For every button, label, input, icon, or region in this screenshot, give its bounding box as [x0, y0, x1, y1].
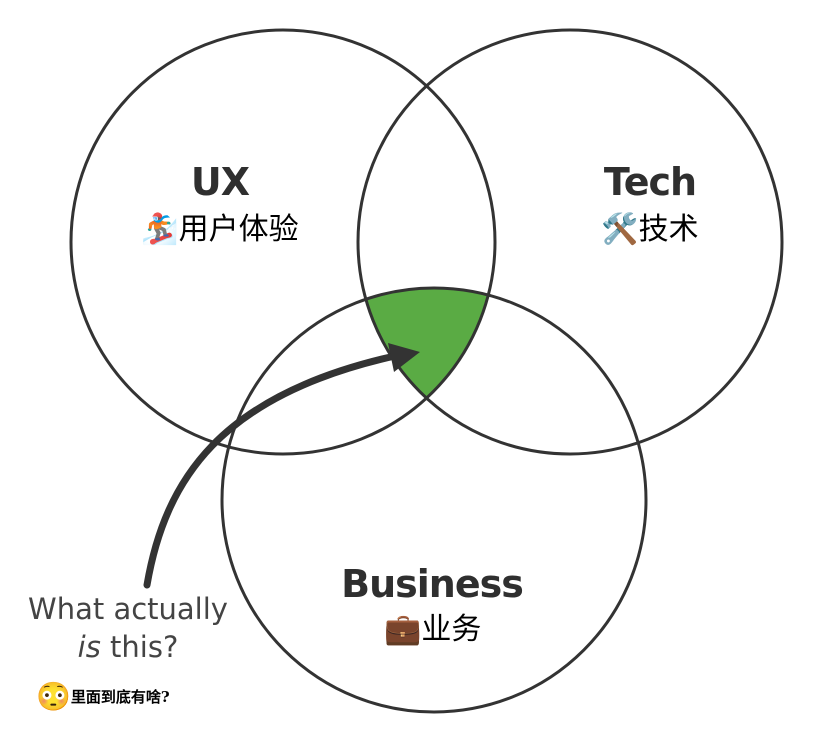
snowboarder-icon: 🏂 [141, 212, 179, 247]
ux-subtitle: 用户体验 [178, 212, 299, 247]
three-way-intersection [358, 288, 495, 454]
question-annotation: What actually is this? [18, 592, 238, 664]
business-title: Business [341, 562, 524, 606]
tech-label: Tech 🛠️技术 [550, 160, 750, 248]
ux-label: UX 🏂用户体验 [120, 160, 320, 248]
briefcase-icon: 💼 [384, 612, 422, 647]
tools-icon: 🛠️ [601, 212, 639, 247]
tech-subtitle: 技术 [638, 212, 699, 247]
tech-circle [356, 28, 784, 456]
business-label: Business 💼业务 [312, 562, 552, 648]
tech-title: Tech [603, 160, 697, 204]
arrowhead-icon [388, 343, 420, 372]
business-circle [220, 286, 648, 714]
flushed-face-icon: 😳 [36, 680, 71, 713]
business-subtitle: 业务 [421, 612, 482, 647]
arrow [143, 352, 399, 589]
question-line2: this? [100, 630, 179, 664]
question-emphasis: is [77, 630, 101, 664]
question-zh: 😳里面到底有啥? [36, 680, 170, 713]
ux-title: UX [190, 160, 250, 204]
question-zh-text: 里面到底有啥? [70, 688, 170, 706]
question-line1: What actually [28, 592, 228, 626]
ux-circle [69, 28, 497, 456]
